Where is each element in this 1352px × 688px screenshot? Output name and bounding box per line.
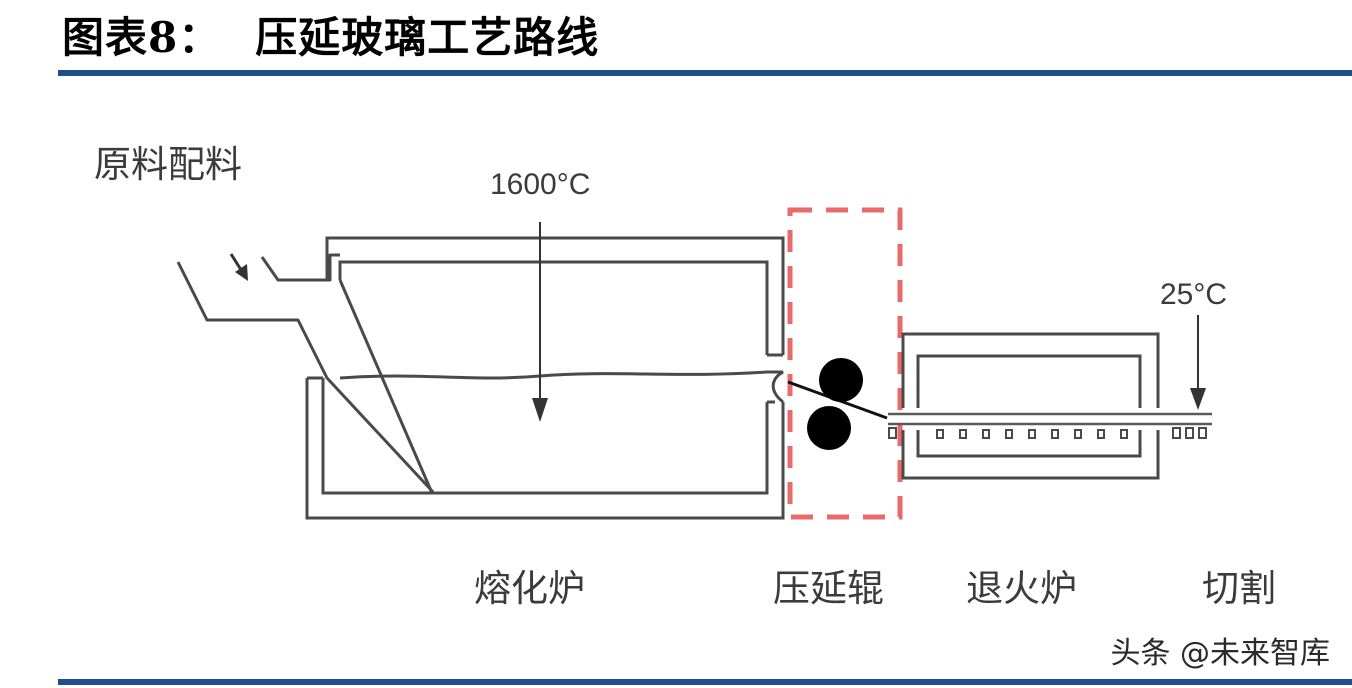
header-rule <box>58 70 1352 76</box>
calender-frame <box>787 207 903 520</box>
figure-title: 图表8： 压延玻璃工艺路线 <box>62 4 599 65</box>
annealing-furnace <box>901 332 1160 480</box>
batch-slope <box>338 279 434 494</box>
furnace-roof-inner <box>338 260 769 355</box>
watermark: 头条 @未来智库 <box>1110 636 1330 671</box>
furnace-roof-outer <box>325 236 785 355</box>
conveyor-rollers <box>888 427 1207 439</box>
feed-arrow <box>229 253 248 281</box>
glass-ribbon-flat <box>888 412 1212 426</box>
furnace-tank-outer <box>305 378 785 520</box>
figure-label: 图表8： <box>62 13 222 62</box>
end-temp-label: 25°C <box>1160 278 1228 311</box>
furnace-tank-inner <box>321 378 769 495</box>
melting-furnace-label: 熔化炉 <box>474 567 585 610</box>
melt-temp-arrow <box>532 222 548 422</box>
cut-temp-arrow <box>1190 315 1206 410</box>
melting-furnace <box>305 236 785 520</box>
raw-material-label: 原料配料 <box>94 143 242 186</box>
calender-roll-label: 压延辊 <box>773 567 884 610</box>
footer-rule <box>58 679 1352 685</box>
chute-left-wall <box>176 261 435 494</box>
cutting-label: 切割 <box>1202 567 1276 610</box>
figure-title-text: 压延玻璃工艺路线 <box>255 13 600 62</box>
feed-chute <box>176 253 435 494</box>
melt-temp-label: 1600°C <box>490 168 591 201</box>
chute-right-wall <box>260 253 340 282</box>
furnace-outlet <box>767 353 784 404</box>
upper-roller <box>819 358 863 402</box>
lower-roller <box>807 406 851 450</box>
annealing-furnace-label: 退火炉 <box>966 567 1077 610</box>
glass-surface <box>339 370 768 380</box>
